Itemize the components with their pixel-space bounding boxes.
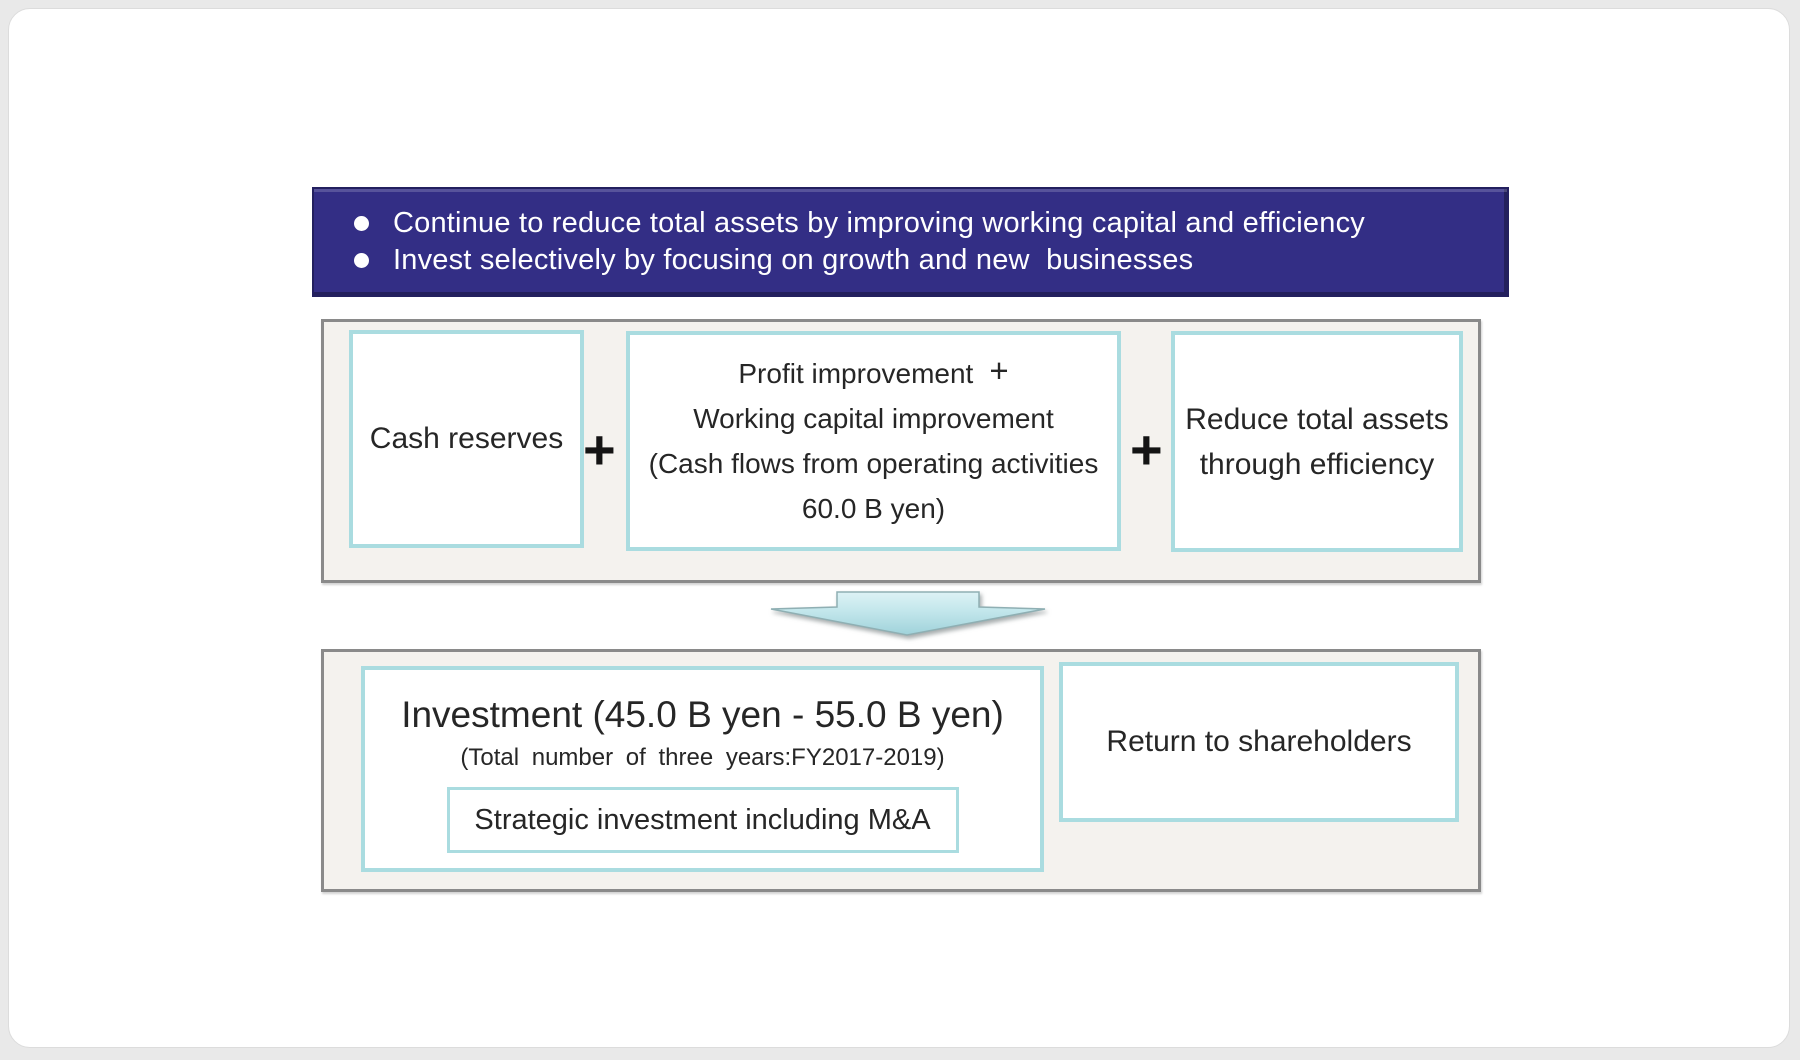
slide-card: Continue to reduce total assets by impro…: [8, 8, 1790, 1048]
operating-line: Working capital improvement: [693, 403, 1054, 434]
banner-bullet-text: Continue to reduce total assets by impro…: [393, 207, 1365, 239]
reduce-assets-line: Reduce total assets: [1185, 402, 1449, 436]
reduce-assets-box: Reduce total assets through efficiency: [1171, 331, 1463, 552]
profit-improvement-label: Profit improvement: [738, 358, 974, 389]
return-to-shareholders-label: Return to shareholders: [1106, 725, 1412, 758]
down-arrow-icon: [770, 591, 1046, 636]
operating-line: Profit improvement +: [738, 351, 1008, 396]
investment-title: Investment (45.0 B yen - 55.0 B yen): [401, 694, 1004, 735]
plus-operator: +: [1130, 418, 1163, 481]
cash-sources-panel: Cash reserves + Profit improvement + Wor…: [321, 319, 1481, 583]
plus-operator: +: [583, 418, 616, 481]
cash-reserves-box: Cash reserves: [349, 330, 584, 548]
reduce-assets-line: through efficiency: [1199, 447, 1435, 481]
investment-subtitle: (Total number of three years:FY2017-2019…: [460, 744, 945, 771]
bullet-icon: [354, 253, 369, 268]
strategy-banner: Continue to reduce total assets by impro…: [312, 187, 1509, 297]
inline-plus-operator: +: [989, 352, 1009, 389]
operating-cashflow-box: Profit improvement + Working capital imp…: [626, 331, 1121, 551]
banner-bullet-item: Invest selectively by focusing on growth…: [354, 244, 1507, 277]
banner-bullet-text: Invest selectively by focusing on growth…: [393, 244, 1194, 276]
operating-line: (Cash flows from operating activities: [648, 448, 1099, 479]
banner-bullet-item: Continue to reduce total assets by impro…: [354, 207, 1507, 240]
bullet-icon: [354, 216, 369, 231]
cash-reserves-label: Cash reserves: [369, 422, 564, 455]
investment-box: Investment (45.0 B yen - 55.0 B yen) (To…: [361, 666, 1044, 872]
operating-line: 60.0 B yen): [801, 493, 946, 524]
strategic-investment-label: Strategic investment including M&A: [474, 803, 931, 836]
cash-uses-panel: Investment (45.0 B yen - 55.0 B yen) (To…: [321, 649, 1481, 892]
strategic-investment-box: Strategic investment including M&A: [446, 787, 959, 853]
return-to-shareholders-box: Return to shareholders: [1059, 662, 1459, 822]
